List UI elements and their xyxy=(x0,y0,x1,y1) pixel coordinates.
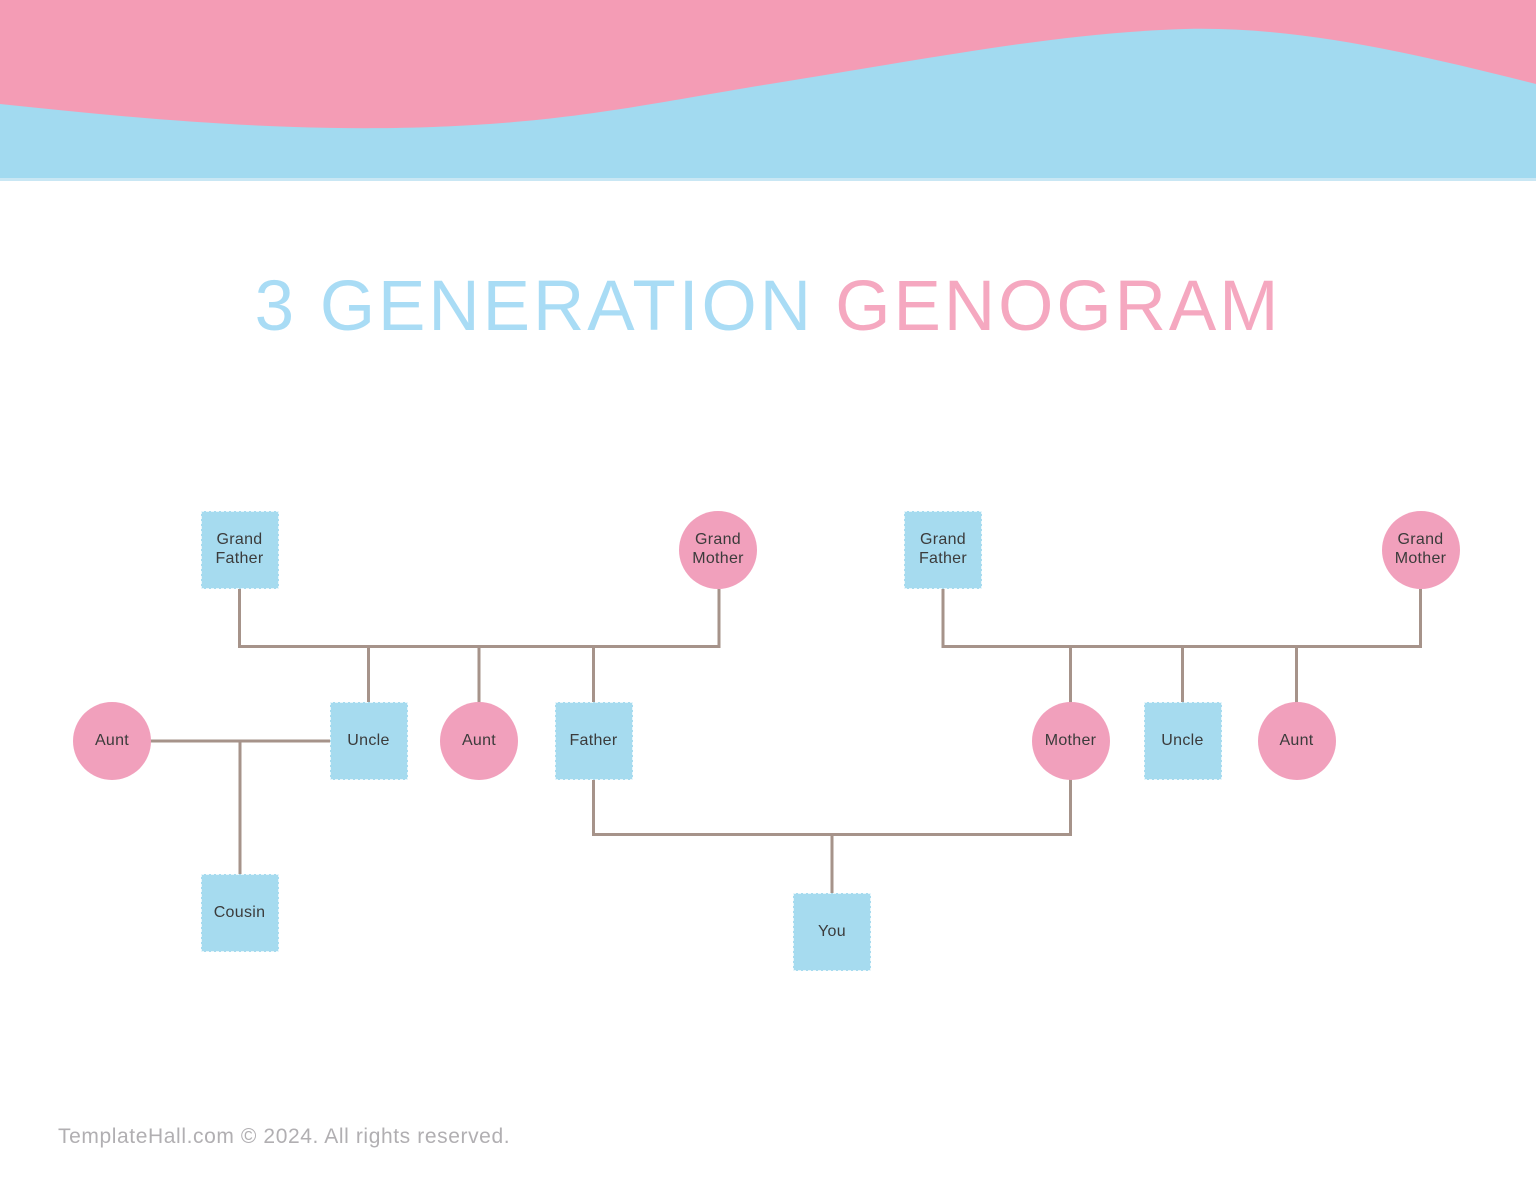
header-wave-graphic xyxy=(0,0,1536,181)
node-uncle-maternal-label: Uncle xyxy=(1161,731,1204,749)
header-band-strip xyxy=(0,178,1536,181)
father-mother-couple-line xyxy=(592,779,1072,836)
node-aunt-in-law: Aunt xyxy=(73,702,151,780)
node-aunt-maternal: Aunt xyxy=(1257,702,1336,780)
node-you: You xyxy=(793,893,871,971)
footer-copyright: TemplateHall.com © 2024. All rights rese… xyxy=(58,1125,511,1148)
page-title: 3 GENERATION GENOGRAM xyxy=(0,266,1536,347)
node-mother: Mother xyxy=(1031,702,1110,780)
node-aunt-in-law-label: Aunt xyxy=(94,731,130,749)
node-grandmother-maternal: Grand Mother xyxy=(1381,511,1460,589)
node-father-label: Father xyxy=(569,731,618,749)
node-uncle-maternal: Uncle xyxy=(1143,702,1222,780)
node-father: Father xyxy=(554,702,633,780)
page-title-pink-part: GENOGRAM xyxy=(835,267,1282,346)
node-cousin: Cousin xyxy=(200,874,279,952)
paternal-grandparents-sibling-line xyxy=(238,589,721,648)
node-grandmother-paternal-label: Grand Mother xyxy=(692,531,744,567)
node-uncle-paternal-label: Uncle xyxy=(347,731,390,749)
node-aunt-maternal-label: Aunt xyxy=(1279,731,1314,749)
node-you-label: You xyxy=(818,922,846,940)
node-aunt-paternal: Aunt xyxy=(440,702,518,780)
node-grandfather-paternal: Grand Father xyxy=(200,511,279,589)
node-mother-label: Mother xyxy=(1044,731,1097,749)
node-cousin-label: Cousin xyxy=(213,903,266,921)
node-grandmother-paternal: Grand Mother xyxy=(679,511,757,589)
header-blue-wave xyxy=(0,28,1536,178)
node-grandfather-maternal-label: Grand Father xyxy=(918,531,968,567)
maternal-grandparents-sibling-line xyxy=(941,589,1422,648)
node-uncle-paternal: Uncle xyxy=(329,702,408,780)
node-grandfather-paternal-label: Grand Father xyxy=(215,531,264,567)
node-aunt-paternal-label: Aunt xyxy=(461,731,497,749)
node-grandfather-maternal: Grand Father xyxy=(904,511,982,589)
node-grandmother-maternal-label: Grand Mother xyxy=(1394,531,1447,567)
page-title-blue-part: 3 GENERATION xyxy=(254,267,814,346)
